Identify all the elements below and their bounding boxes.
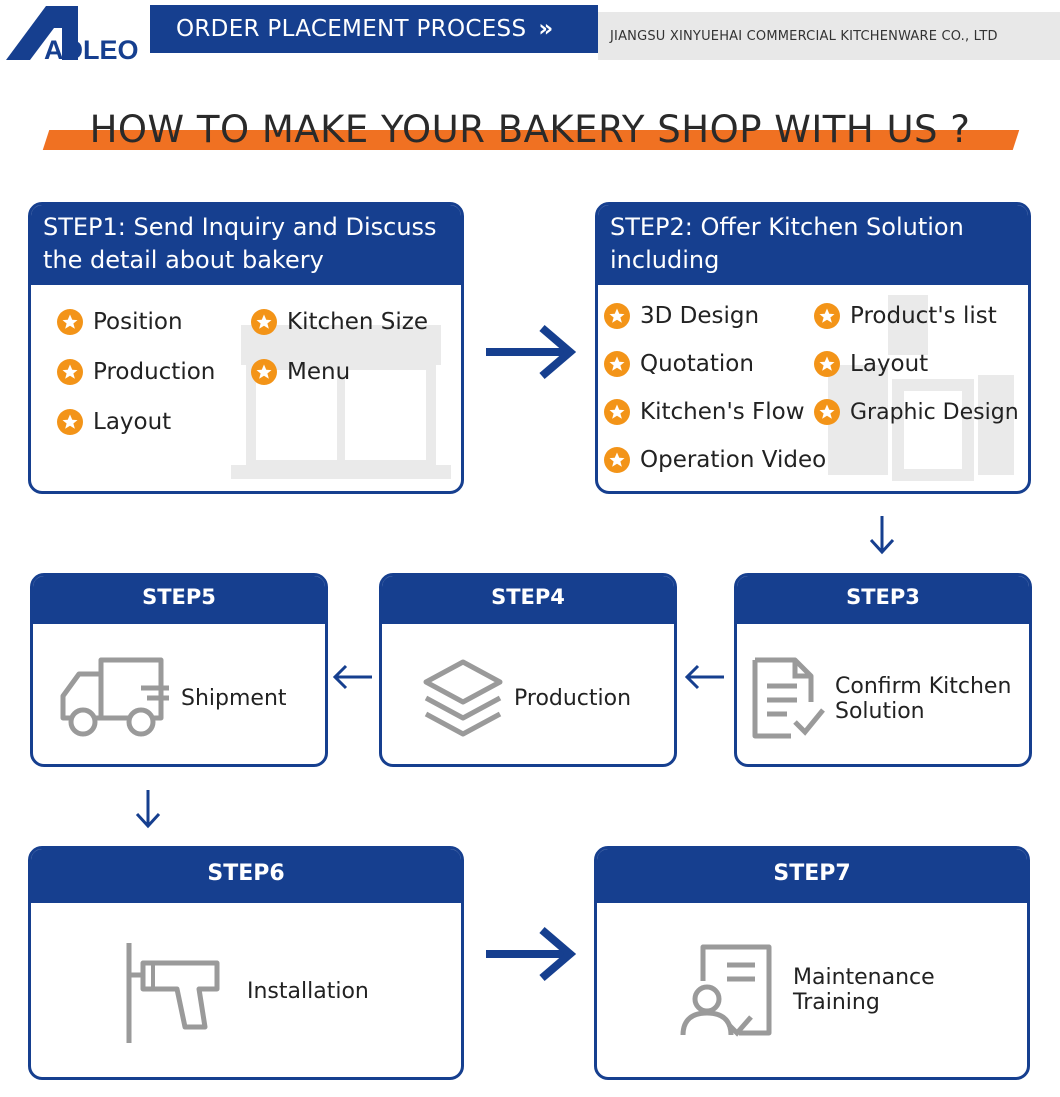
arrow-right-icon	[486, 324, 576, 380]
company-banner: JIANGSU XINYUEHAI COMMERCIAL KITCHENWARE…	[598, 12, 1060, 60]
logo-text: ADLEO	[44, 35, 139, 62]
drill-icon	[126, 943, 220, 1043]
step2-item-graphic-design: Graphic Design	[814, 399, 1019, 425]
star-icon	[57, 409, 83, 435]
step1-title: STEP1: Send Inquiry and Discuss the deta…	[31, 205, 461, 285]
step6-title: STEP6	[31, 849, 461, 903]
adleo-logo: ADLEO	[6, 6, 151, 65]
star-icon	[57, 359, 83, 385]
arrow-down-icon	[135, 790, 161, 829]
step4-box: STEP4 Production	[379, 573, 677, 767]
page-title: HOW TO MAKE YOUR BAKERY SHOP WITH US ?	[89, 108, 971, 151]
step4-title: STEP4	[382, 576, 674, 624]
step1-item-menu: Menu	[251, 359, 350, 385]
arrow-left-icon	[332, 664, 372, 690]
step3-box: STEP3 Confirm Kitchen Solution	[734, 573, 1032, 767]
company-name: JIANGSU XINYUEHAI COMMERCIAL KITCHENWARE…	[610, 28, 998, 44]
star-icon	[57, 309, 83, 335]
step1-item-position: Position	[57, 309, 183, 335]
star-icon	[604, 303, 630, 329]
step5-title: STEP5	[33, 576, 325, 624]
step6-box: STEP6 Installation	[28, 846, 464, 1080]
user-document-icon	[680, 944, 772, 1037]
double-chevron-icon: »	[538, 16, 554, 42]
shop-watermark-icon	[231, 325, 451, 479]
star-icon	[604, 399, 630, 425]
process-banner: ORDER PLACEMENT PROCESS »	[150, 5, 598, 53]
step7-box: STEP7 Maintenance Training	[594, 846, 1030, 1080]
step5-box: STEP5 Shipment	[30, 573, 328, 767]
truck-icon	[60, 657, 169, 737]
step6-label: Installation	[247, 979, 369, 1004]
kitchen-watermark-icon	[828, 295, 1014, 481]
star-icon	[814, 399, 840, 425]
step2-box: STEP2: Offer Kitchen Solution including …	[595, 202, 1031, 494]
step1-item-kitchen-size: Kitchen Size	[251, 309, 428, 335]
step2-item-quotation: Quotation	[604, 351, 754, 377]
step1-item-production: Production	[57, 359, 215, 385]
step3-title: STEP3	[737, 576, 1029, 624]
step1-item-layout: Layout	[57, 409, 171, 435]
step2-item-products-list: Product's list	[814, 303, 997, 329]
step7-title: STEP7	[597, 849, 1027, 903]
star-icon	[814, 303, 840, 329]
step2-title: STEP2: Offer Kitchen Solution including	[598, 205, 1028, 285]
star-icon	[251, 359, 277, 385]
arrow-down-icon	[869, 516, 895, 555]
star-icon	[814, 351, 840, 377]
step2-item-kitchens-flow: Kitchen's Flow	[604, 399, 805, 425]
process-title: ORDER PLACEMENT PROCESS	[176, 16, 527, 42]
document-check-icon	[752, 657, 825, 739]
star-icon	[251, 309, 277, 335]
arrow-right-icon	[486, 926, 576, 982]
arrow-left-icon	[684, 664, 724, 690]
step2-item-layout: Layout	[814, 351, 928, 377]
layers-icon	[423, 659, 503, 737]
step5-label: Shipment	[181, 686, 287, 711]
step4-label: Production	[514, 686, 632, 711]
star-icon	[604, 447, 630, 473]
step2-item-operation-video: Operation Video	[604, 447, 826, 473]
step7-label: Maintenance Training	[793, 965, 935, 1015]
step2-item-3d-design: 3D Design	[604, 303, 759, 329]
step3-label: Confirm Kitchen Solution	[835, 674, 1012, 724]
star-icon	[604, 351, 630, 377]
step1-box: STEP1: Send Inquiry and Discuss the deta…	[28, 202, 464, 494]
